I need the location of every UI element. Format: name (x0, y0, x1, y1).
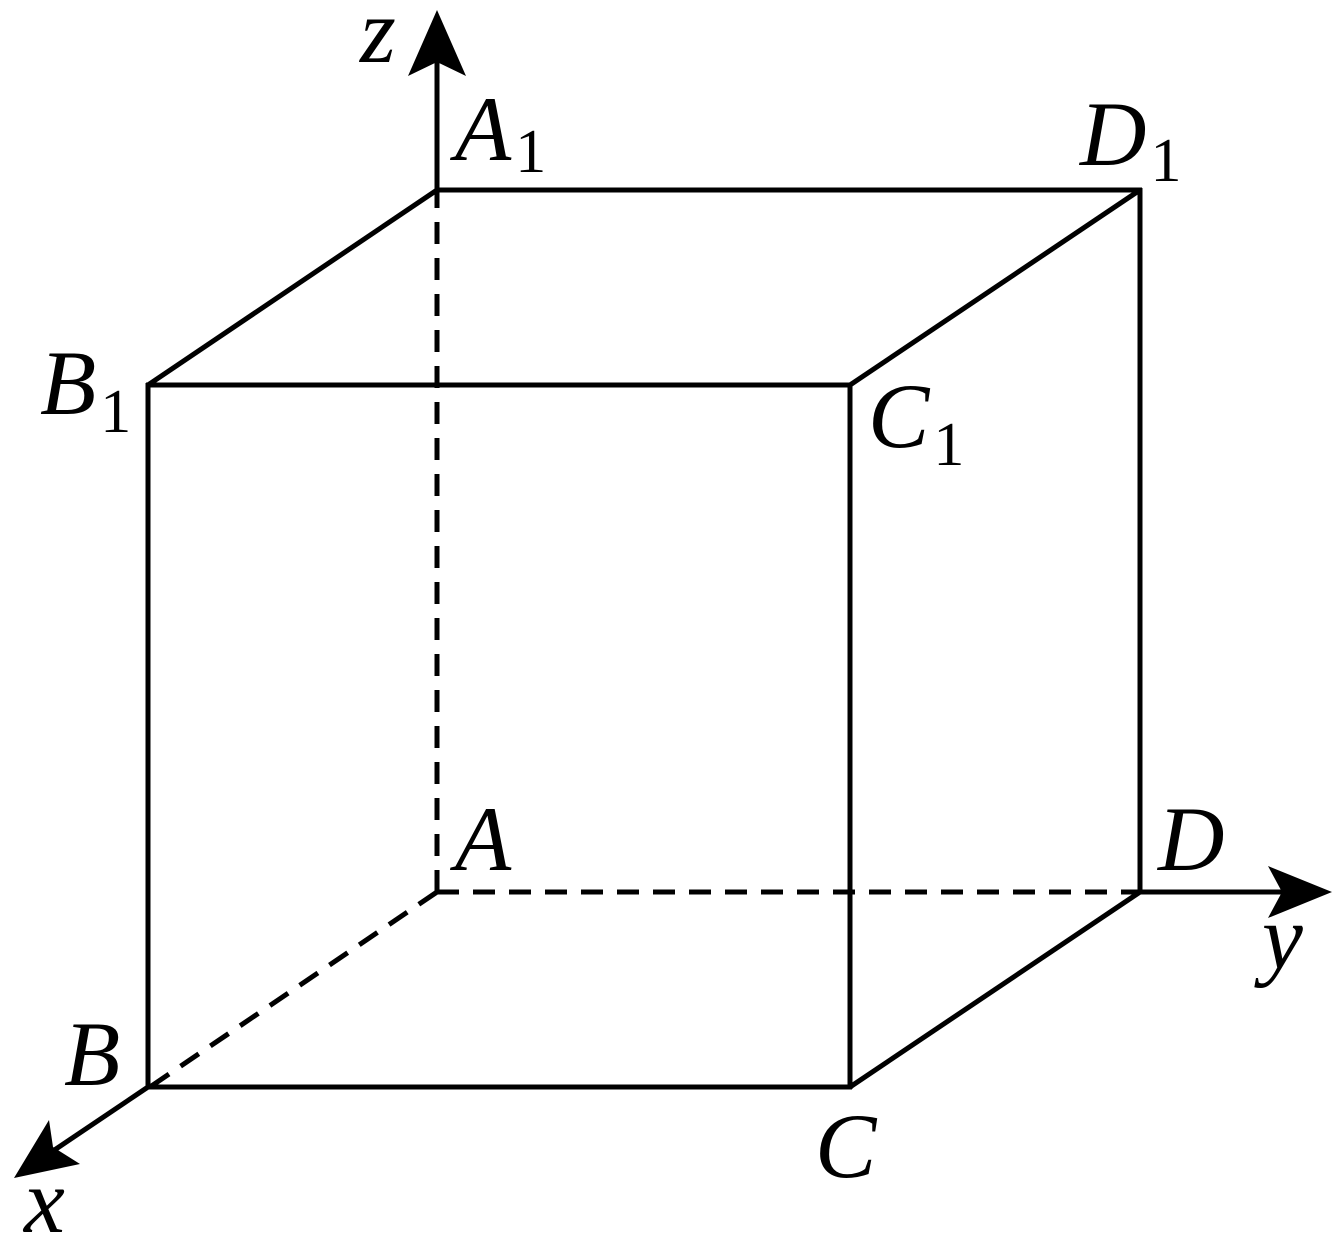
z-axis-arrowhead (408, 10, 466, 76)
vertex-label-c1: C1 (868, 365, 964, 479)
vertex-label-a: A (449, 788, 512, 890)
edge-c-d (848, 889, 1142, 1090)
vertex-label-d1: D1 (1078, 83, 1181, 195)
vertex-letter-c1: C (868, 365, 931, 467)
x-axis-arrowhead (14, 1120, 80, 1178)
vertex-label-b1: B1 (40, 332, 131, 446)
vertex-label-a1: A1 (449, 78, 546, 186)
z-axis-label: z (358, 0, 396, 82)
x-axis-line (48, 1084, 150, 1156)
vertex-subscript-b1: 1 (100, 378, 131, 446)
vertex-letter-b1: B (40, 332, 96, 434)
x-axis-label: x (22, 1150, 65, 1248)
vertex-label-b: B (64, 1003, 120, 1105)
edge-a1-b1 (146, 187, 439, 388)
vertex-subscript-c1: 1 (933, 411, 964, 479)
vertex-label-d: D (1156, 788, 1224, 890)
edge-a-b-hidden (148, 889, 439, 1090)
vertex-letter-a1: A (449, 78, 512, 180)
vertex-label-c: C (815, 1095, 878, 1197)
y-axis-label: y (1254, 886, 1303, 988)
vertex-subscript-d1: 1 (1150, 127, 1181, 195)
edge-d1-c1 (848, 187, 1142, 388)
vertex-letter-d1: D (1078, 83, 1146, 185)
y-axis-arrowhead (1268, 866, 1332, 918)
vertex-subscript-a1: 1 (515, 118, 546, 186)
